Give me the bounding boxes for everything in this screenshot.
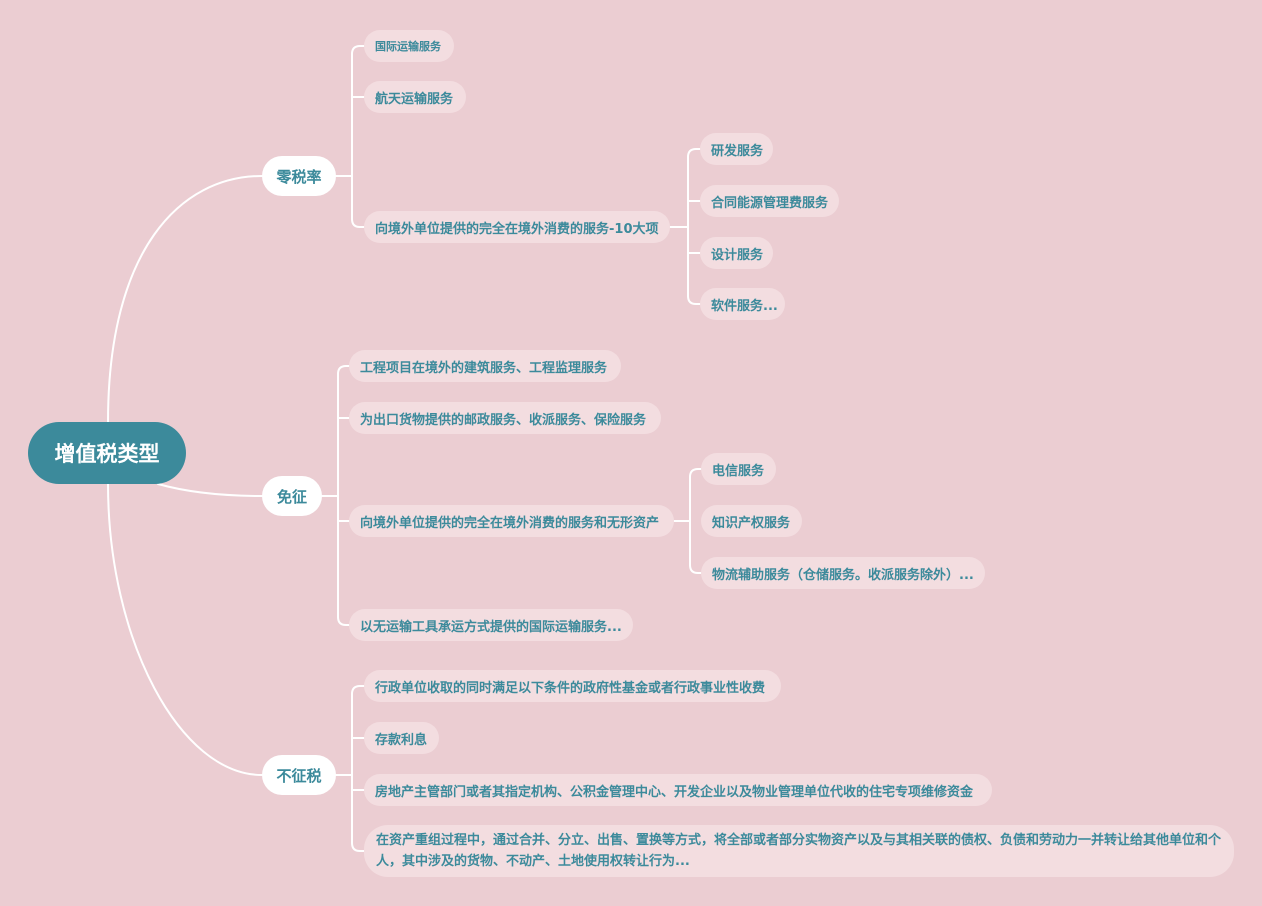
root-node[interactable]: 增值税类型 (28, 422, 186, 484)
branch-exempt[interactable]: 免征 (262, 476, 322, 516)
node-rd-service[interactable]: 研发服务 (700, 133, 773, 165)
node-overseas-construction[interactable]: 工程项目在境外的建筑服务、工程监理服务 (349, 350, 621, 382)
node-export-postal[interactable]: 为出口货物提供的邮政服务、收派服务、保险服务 (349, 402, 661, 434)
node-overseas-intangible[interactable]: 向境外单位提供的完全在境外消费的服务和无形资产 (349, 505, 674, 537)
node-software-service[interactable]: 软件服务... (700, 288, 785, 320)
node-logistics-service[interactable]: 物流辅助服务（仓储服务。收派服务除外）... (701, 557, 985, 589)
branch-non-taxable[interactable]: 不征税 (262, 755, 336, 795)
node-deposit-interest[interactable]: 存款利息 (364, 722, 439, 754)
node-no-vehicle-transport[interactable]: 以无运输工具承运方式提供的国际运输服务... (349, 609, 633, 641)
node-design-service[interactable]: 设计服务 (700, 237, 773, 269)
node-overseas-services-10[interactable]: 向境外单位提供的完全在境外消费的服务-10大项 (364, 211, 670, 243)
node-space-transport[interactable]: 航天运输服务 (364, 81, 466, 113)
node-telecom-service[interactable]: 电信服务 (701, 453, 776, 485)
node-ip-service[interactable]: 知识产权服务 (701, 505, 802, 537)
node-administrative-fees[interactable]: 行政单位收取的同时满足以下条件的政府性基金或者行政事业性收费 (364, 670, 781, 702)
node-asset-restructuring[interactable]: 在资产重组过程中，通过合并、分立、出售、置换等方式，将全部或者部分实物资产以及与… (364, 825, 1234, 877)
node-international-transport[interactable]: 国际运输服务 (364, 30, 454, 62)
node-energy-management[interactable]: 合同能源管理费服务 (700, 185, 839, 217)
branch-zero-rate[interactable]: 零税率 (262, 156, 336, 196)
node-maintenance-fund[interactable]: 房地产主管部门或者其指定机构、公积金管理中心、开发企业以及物业管理单位代收的住宅… (364, 774, 992, 806)
